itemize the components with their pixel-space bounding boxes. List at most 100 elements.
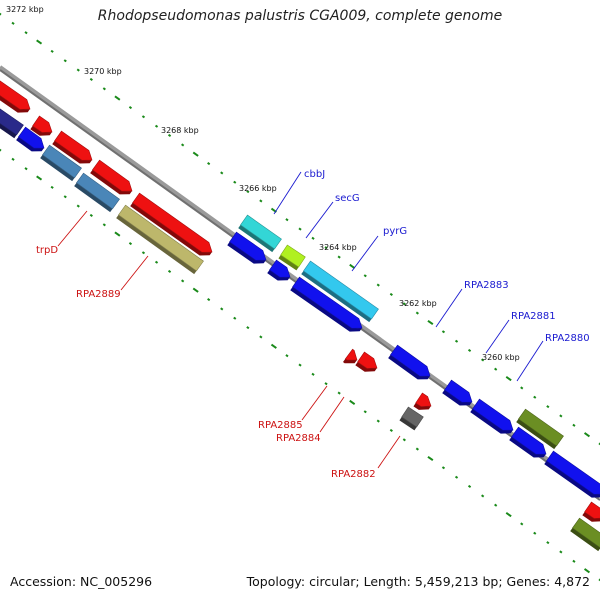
tick-mark: [141, 251, 146, 255]
tick-mark: [11, 21, 15, 25]
gene-lime-secG[interactable]: [278, 244, 306, 271]
gene-blue-RPA2881a[interactable]: [442, 379, 475, 410]
tick-mark: [454, 339, 459, 343]
tick-mark: [220, 307, 224, 311]
tick-mark: [427, 455, 434, 462]
tick-mark: [583, 432, 591, 438]
tick-mark: [572, 559, 576, 563]
gene-blue-RPA2880a[interactable]: [509, 426, 549, 462]
tick-mark: [141, 115, 146, 119]
tick-mark: [441, 466, 446, 470]
tick-mark: [259, 335, 263, 339]
tick-label-3268: 3268 kbp: [161, 126, 199, 135]
gene-navy-1[interactable]: [0, 106, 24, 139]
gene-olive-2[interactable]: [570, 517, 600, 552]
tick-mark: [402, 438, 406, 442]
tick-mark: [259, 199, 263, 203]
gene-blue-RPA2883[interactable]: [388, 344, 433, 384]
tick-label-3270: 3270 kbp: [84, 67, 122, 76]
gene-label-RPA2880: RPA2880: [545, 333, 590, 344]
gene-blue-3[interactable]: [267, 259, 293, 285]
RPA2884-connector: [319, 396, 345, 433]
gene-red-5[interactable]: [130, 192, 215, 260]
gene-blue-1[interactable]: [16, 126, 47, 156]
tick-mark: [520, 386, 524, 390]
tick-mark: [494, 503, 498, 507]
cbbJ-connector: [273, 171, 302, 215]
tick-mark: [441, 330, 446, 334]
tick-mark: [207, 162, 211, 166]
tick-mark: [415, 311, 419, 315]
tick-mark: [24, 167, 28, 171]
tick-mark: [63, 59, 67, 63]
gene-red-3[interactable]: [52, 130, 95, 168]
gene-label-RPA2881: RPA2881: [511, 311, 556, 322]
gene-blue-RPA2880b[interactable]: [544, 450, 600, 502]
secG-connector: [305, 201, 334, 239]
tick-mark: [363, 274, 367, 278]
tick-mark: [11, 157, 15, 161]
tick-mark: [36, 175, 43, 181]
gene-label-RPA2885: RPA2885: [258, 420, 303, 431]
RPA2882-connector: [377, 435, 401, 469]
tick-mark: [349, 263, 356, 269]
tick-mark: [167, 269, 172, 274]
tick-mark: [402, 302, 406, 306]
gene-olive-1[interactable]: [516, 408, 564, 450]
gene-lightcyan-pyrG[interactable]: [301, 260, 379, 323]
tick-mark: [598, 442, 600, 446]
gene-label-trpD: trpD: [36, 245, 58, 256]
RPA2889-connector: [120, 255, 149, 291]
tick-mark: [598, 578, 600, 582]
tick-mark: [583, 568, 591, 574]
kbp-labels: 3272 kbp 3270 kbp 3268 kbp 3266 kbp 3264…: [6, 5, 520, 362]
label-connectors: [57, 171, 544, 469]
gene-blue-RPA2881b[interactable]: [470, 398, 516, 438]
tick-mark: [311, 236, 315, 240]
gene-steel-2[interactable]: [74, 172, 120, 213]
tick-mark: [533, 531, 537, 535]
tick-mark: [454, 475, 459, 479]
gene-blue-pyrG-lower[interactable]: [290, 276, 365, 336]
tick-label-3264: 3264 kbp: [319, 243, 357, 252]
tick-mark: [102, 87, 106, 91]
gene-cyan-cbbJ[interactable]: [238, 214, 282, 253]
gene-red-RPA2882[interactable]: [413, 392, 434, 414]
gene-blue-2[interactable]: [227, 231, 269, 268]
tick-mark: [154, 260, 159, 264]
tick-mark: [24, 31, 28, 35]
gene-red-4[interactable]: [90, 159, 135, 199]
tick-mark: [0, 148, 2, 152]
gene-red-RPA2884[interactable]: [355, 351, 380, 376]
tick-mark: [114, 95, 121, 101]
gene-red-1[interactable]: [0, 78, 33, 117]
tick-mark: [246, 326, 250, 330]
gene-gray-1[interactable]: [399, 406, 424, 431]
tick-mark: [572, 423, 576, 427]
tick-mark: [50, 49, 54, 53]
tick-mark: [505, 512, 512, 518]
tick-mark: [102, 223, 106, 227]
tick-mark: [63, 195, 67, 199]
gene-red-RPA2885[interactable]: [342, 348, 361, 368]
accession-text: Accession: NC_005296: [10, 574, 153, 589]
gene-label-RPA2889: RPA2889: [76, 289, 121, 300]
gene-label-secG: secG: [335, 193, 360, 204]
tick-mark: [505, 376, 512, 382]
gene-red-2[interactable]: [30, 115, 55, 140]
map-title: Rhodopseudomonas palustris CGA009, compl…: [97, 8, 503, 24]
tick-mark: [76, 204, 80, 208]
gene-steel-1[interactable]: [40, 144, 82, 182]
gene-label-RPA2883: RPA2883: [464, 280, 509, 291]
tick-mark: [520, 522, 524, 526]
gene-khaki-1[interactable]: [116, 204, 204, 275]
tick-mark: [349, 399, 356, 405]
tick-mark: [363, 410, 367, 414]
tick-mark: [337, 255, 341, 259]
tick-mark: [559, 550, 563, 554]
gene-red-6[interactable]: [582, 501, 600, 526]
tick-mark: [324, 382, 328, 386]
tick-mark: [559, 414, 563, 418]
tick-mark: [233, 316, 237, 320]
tick-dots: [0, 12, 600, 582]
